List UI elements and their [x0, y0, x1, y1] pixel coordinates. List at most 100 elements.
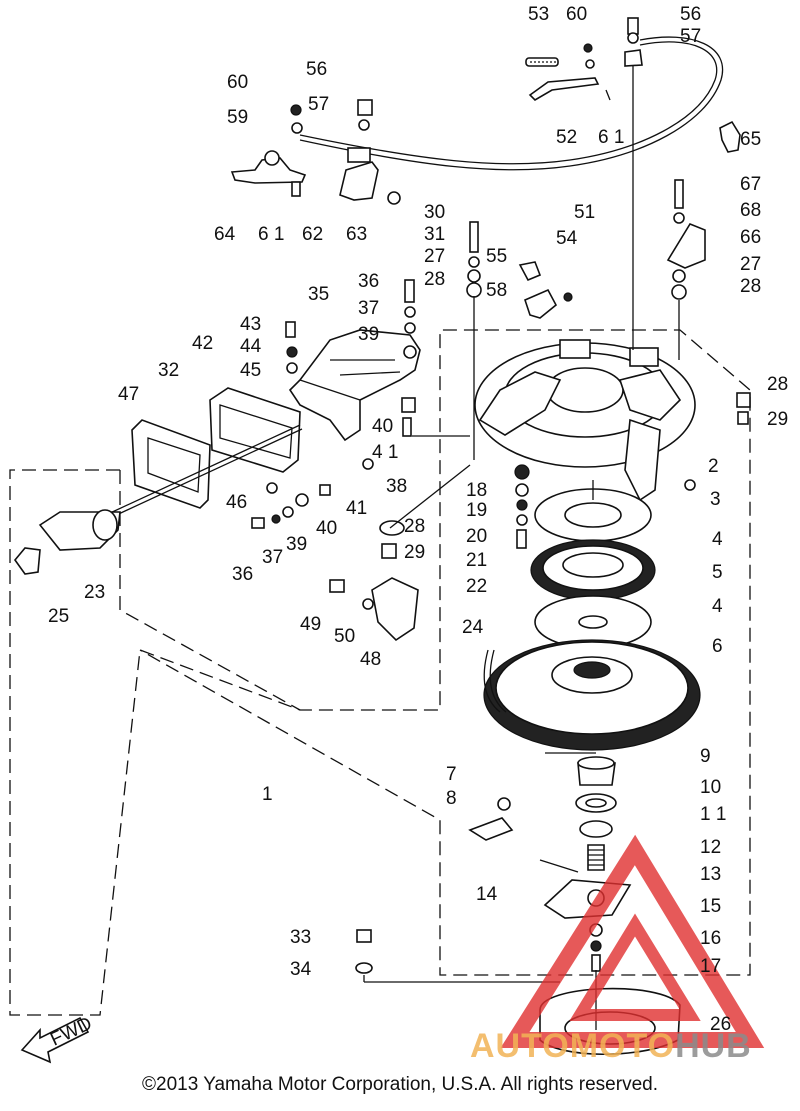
callout-c5: 5	[712, 562, 723, 583]
fwd-direction-arrow: FWD	[20, 1013, 95, 1064]
callout-c66: 66	[740, 227, 761, 248]
watermark-text: AUTOMOTOHUB	[470, 1027, 752, 1065]
upper-link-parts	[525, 17, 643, 102]
callout-c50: 50	[334, 626, 355, 647]
callout-c41b: 41	[346, 498, 367, 519]
clip-65	[719, 120, 741, 153]
callout-c7: 7	[446, 764, 457, 785]
callout-c46: 46	[226, 492, 247, 513]
callout-c41a: 4 1	[372, 442, 398, 463]
callout-c24: 24	[462, 617, 484, 638]
upper-left-link-parts	[230, 99, 401, 205]
callout-c45: 45	[240, 360, 261, 381]
callout-c65: 65	[740, 129, 761, 150]
starter-handle-parts	[13, 387, 303, 575]
callout-c40b: 40	[316, 518, 337, 539]
callout-c28c: 28	[767, 374, 788, 395]
fwd-label: FWD	[47, 1013, 95, 1050]
callout-c27b: 27	[424, 246, 445, 267]
callout-c57a: 57	[680, 26, 701, 47]
callout-c26: 26	[710, 1014, 731, 1035]
callout-c28b: 28	[424, 269, 445, 290]
callout-c14: 14	[476, 884, 498, 905]
callout-c18: 18	[466, 480, 487, 501]
callout-c2: 2	[708, 456, 719, 477]
callout-c20: 20	[466, 526, 487, 547]
callout-c51: 51	[574, 202, 595, 223]
recoil-housing-2	[474, 339, 696, 502]
watermark-logo	[500, 834, 765, 1048]
callout-c34: 34	[290, 959, 312, 980]
callout-c39a: 39	[358, 324, 379, 345]
callout-c56a: 56	[680, 4, 701, 25]
callout-c16: 16	[700, 928, 721, 949]
callout-c11: 1 1	[700, 804, 726, 825]
callout-c29b: 29	[404, 542, 425, 563]
callout-c57b: 57	[308, 94, 329, 115]
spring-stack	[530, 488, 656, 649]
callout-c42: 42	[192, 333, 213, 354]
callout-c3: 3	[710, 489, 721, 510]
callout-c9: 9	[700, 746, 711, 767]
callout-c60b: 60	[227, 72, 248, 93]
callout-c28a: 28	[740, 276, 761, 297]
callout-c12: 12	[700, 837, 721, 858]
callout-c32: 32	[158, 360, 179, 381]
lower-drive-parts	[468, 756, 632, 972]
callout-c37a: 37	[358, 298, 379, 319]
callout-c49: 49	[300, 614, 321, 635]
small-hardware	[251, 179, 751, 974]
callout-c44: 44	[240, 336, 262, 357]
callout-c29a: 29	[767, 409, 788, 430]
callout-c27a: 27	[740, 254, 761, 275]
callout-c62: 62	[302, 224, 323, 245]
callout-c6: 6	[712, 636, 723, 657]
callout-c4a: 4	[712, 529, 723, 550]
cable-51	[299, 36, 724, 171]
callout-c48: 48	[360, 649, 381, 670]
callout-c19: 19	[466, 500, 487, 521]
callout-c54: 54	[556, 228, 578, 249]
callout-c35: 35	[308, 284, 329, 305]
callout-c38: 38	[386, 476, 407, 497]
callout-c43: 43	[240, 314, 261, 335]
callout-c15: 15	[700, 896, 721, 917]
callout-c39b: 39	[286, 534, 307, 555]
callout-c64: 64	[214, 224, 236, 245]
callout-c33: 33	[290, 927, 311, 948]
callout-c61a: 6 1	[598, 127, 624, 148]
callout-c58: 58	[486, 280, 507, 301]
callout-c36b: 36	[232, 564, 253, 585]
callout-c1: 1	[262, 784, 273, 805]
callout-c37b: 37	[262, 547, 283, 568]
callout-c47: 47	[118, 384, 139, 405]
callout-c8: 8	[446, 788, 457, 809]
callout-c28d: 28	[404, 516, 425, 537]
callout-c17: 17	[700, 956, 721, 977]
callout-c4b: 4	[712, 596, 723, 617]
callout-c67: 67	[740, 174, 761, 195]
callout-c61b: 6 1	[258, 224, 284, 245]
callout-c55: 55	[486, 246, 507, 267]
bracket-35	[285, 279, 421, 442]
callout-c56b: 56	[306, 59, 327, 80]
copyright-notice: ©2013 Yamaha Motor Corporation, U.S.A. A…	[142, 1074, 658, 1095]
callout-c25: 25	[48, 606, 69, 627]
callout-c30: 30	[424, 202, 445, 223]
callout-c52: 52	[556, 127, 577, 148]
callout-c13: 13	[700, 864, 721, 885]
callout-c68: 68	[740, 200, 761, 221]
pulley-6	[483, 639, 701, 751]
callout-c40a: 40	[372, 416, 393, 437]
callout-c21: 21	[466, 550, 487, 571]
callout-c22: 22	[466, 576, 487, 597]
callout-c10: 10	[700, 777, 721, 798]
callout-c60a: 60	[566, 4, 587, 25]
callout-c63: 63	[346, 224, 367, 245]
callout-c59: 59	[227, 107, 248, 128]
callout-c23: 23	[84, 582, 105, 603]
callout-c36a: 36	[358, 271, 379, 292]
callout-c53: 53	[528, 4, 549, 25]
